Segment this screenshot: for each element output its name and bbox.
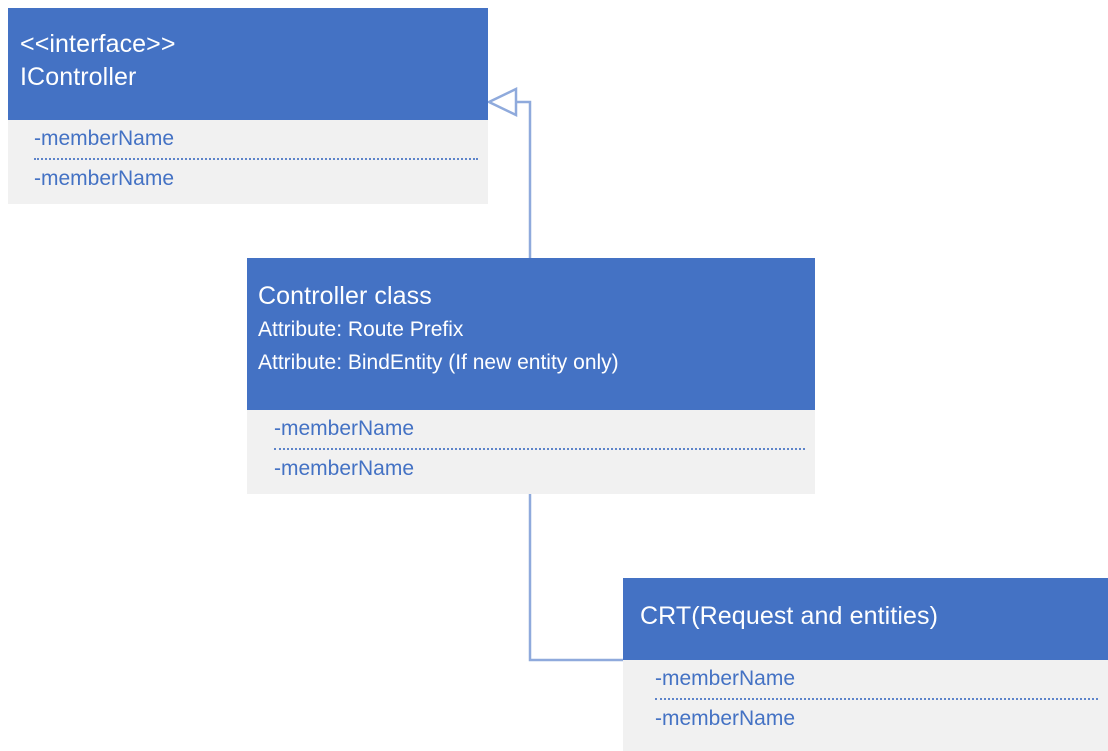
- association-line: [528, 493, 623, 662]
- class-member: -memberName: [274, 457, 415, 480]
- class-member: -memberName: [34, 167, 175, 190]
- class-members-controller: -memberName -memberName: [247, 410, 815, 494]
- class-header-icontroller: <<interface>> IController: [8, 8, 488, 120]
- class-stereotype-icontroller: <<interface>>: [20, 30, 176, 58]
- class-box-crt[interactable]: CRT(Request and entities) -memberName -m…: [623, 578, 1108, 751]
- class-name-icontroller: IController: [20, 63, 137, 91]
- class-attribute-bind-entity: Attribute: BindEntity (If new entity onl…: [258, 351, 619, 374]
- class-name-controller: Controller class: [258, 282, 432, 310]
- member-divider: [34, 158, 478, 160]
- class-members-crt: -memberName -memberName: [623, 660, 1108, 751]
- member-divider: [274, 448, 805, 450]
- class-member: -memberName: [655, 707, 796, 730]
- class-member: -memberName: [274, 417, 415, 440]
- member-divider: [655, 698, 1098, 700]
- class-member: -memberName: [34, 127, 175, 150]
- class-name-crt: CRT(Request and entities): [640, 602, 939, 630]
- class-box-controller[interactable]: Controller class Attribute: Route Prefix…: [247, 258, 815, 494]
- class-member: -memberName: [655, 667, 796, 690]
- hollow-triangle-arrowhead: [486, 87, 518, 117]
- class-header-crt: CRT(Request and entities): [623, 578, 1108, 660]
- class-attribute-route-prefix: Attribute: Route Prefix: [258, 318, 464, 341]
- association-connector: [528, 493, 623, 662]
- class-box-icontroller[interactable]: <<interface>> IController -memberName -m…: [8, 8, 488, 204]
- class-members-icontroller: -memberName -memberName: [8, 120, 488, 204]
- class-header-controller: Controller class Attribute: Route Prefix…: [247, 258, 815, 410]
- inheritance-connector: [486, 87, 532, 258]
- inheritance-line: [515, 100, 532, 258]
